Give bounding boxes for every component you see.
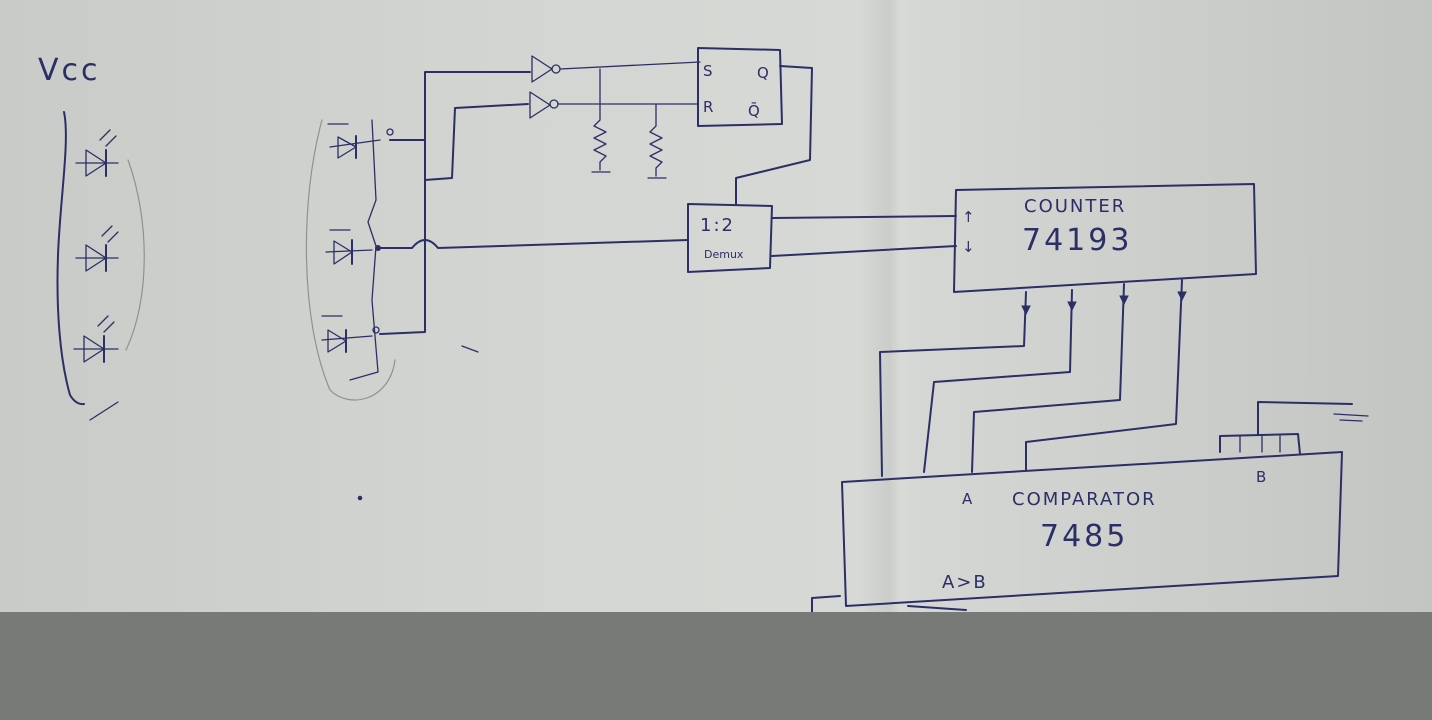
wire-to-not-top [389,71,531,141]
comparator-part: 7485 [1040,519,1128,554]
led-icon-1 [75,129,119,177]
counter-to-comparator-wires [879,279,1187,477]
wire-demux-up [771,215,957,219]
counter-up-label: ↑ [962,208,975,226]
b-input-block [1219,433,1301,455]
background-strip [0,612,1432,720]
demux-box [687,203,773,273]
vcc-label: Vcc [38,53,101,88]
sr-s-label: S [703,62,713,80]
demux-ratio-label: 1:2 [700,215,735,236]
comparator-title: COMPARATOR [1012,489,1157,510]
counter-box [953,183,1257,293]
wire-to-demux [377,239,689,249]
wire-to-not-bottom [424,103,529,181]
comparator-box [841,451,1343,607]
sr-q-label: Q [757,64,769,82]
resistor-icon-1 [591,68,611,173]
diode-icon-1 [327,123,394,159]
wire-b-to-ground [1257,401,1353,435]
sr-qbar-label: Q̄ [748,101,760,120]
circuit-sketch: Vcc [38,47,1369,612]
diode-icon-3 [321,315,380,353]
not-gate-bottom [529,91,699,119]
led-icon-3 [73,315,119,363]
vcc-brace [56,111,85,406]
comparator-b-label: B [1256,468,1266,486]
demux-block: 1:2 Demux [687,203,957,273]
sr-flip-flop-box [697,47,783,127]
sr-r-label: R [703,98,713,116]
not-gate-top [531,55,701,83]
demux-name-label: Demux [704,248,744,261]
paper-sheet [0,0,1432,612]
sensor-wiring [357,71,689,501]
vcc-led-column: Vcc [38,53,145,421]
counter-part: 74193 [1022,223,1132,258]
comparator-a-label: A [962,490,973,508]
resistor-icon-2 [647,103,667,179]
counter-title: COUNTER [1024,196,1126,217]
paper-fold [858,0,928,612]
pencil-curve-left [125,159,145,351]
wire-left-bus [379,139,426,335]
comparator-block: A COMPARATOR 7485 B A>B [811,401,1369,612]
wire-q-to-demux [735,65,813,205]
sensor-common-line [367,119,379,373]
led-icon-2 [75,225,119,272]
vcc-tick [89,401,119,421]
comparator-agtb-label: A>B [942,572,988,593]
wire-demux-down [771,245,957,257]
counter-block: ↑ ↓ COUNTER 74193 [953,183,1257,293]
pencil-curve-sensors [305,119,396,401]
sensor-led-array [305,119,396,401]
counter-down-label: ↓ [962,238,975,256]
ground-icon [1333,413,1369,422]
sr-flip-flop: S R Q Q̄ [697,47,813,205]
